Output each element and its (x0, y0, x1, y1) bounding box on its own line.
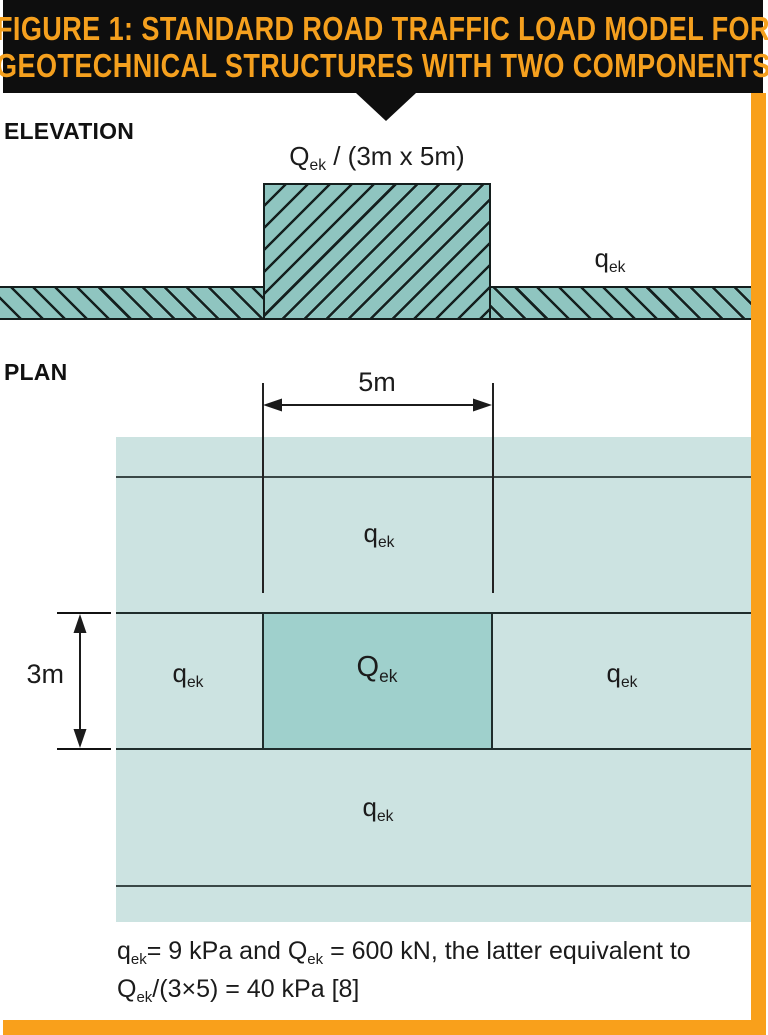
caption-line1: qek= 9 kPa and Qek = 600 kN, the latter … (117, 934, 707, 972)
elevation-block-label: Qek / (3m x 5m) (240, 141, 514, 175)
dim-width-arrow (263, 398, 492, 412)
label-subscript: ek (379, 666, 398, 687)
strip-label-subscript: ek (608, 259, 626, 277)
dim-height-label: 3m (26, 659, 64, 689)
plan-label-right-surcharge: qek (590, 658, 654, 692)
accent-stripe-right (751, 93, 766, 1035)
banner-title-line1: FIGURE 1: STANDARD ROAD TRAFFIC LOAD MOD… (0, 9, 768, 47)
caption-line2: Qek/(3×5) = 40 kPa [8] (117, 972, 707, 1010)
plan-section-label: PLAN (4, 359, 68, 385)
label-subscript: ek (186, 674, 204, 692)
caption-subscript: ek (307, 951, 324, 969)
label-base: q (172, 658, 187, 688)
label-base: q (606, 658, 621, 688)
label-base: q (363, 518, 378, 548)
banner-pointer-triangle (356, 93, 416, 121)
caption-base: Q (117, 975, 137, 1003)
elevation-strip-label: qek (578, 243, 642, 277)
block-label-subscript: ek (309, 157, 327, 175)
dim-extension-line-right (492, 383, 494, 593)
label-subscript: ek (376, 808, 394, 826)
accent-bar-bottom (3, 1020, 766, 1035)
dim-tick-top (57, 612, 111, 614)
dim-extension-line-left (262, 383, 264, 593)
plan-label-left-surcharge: qek (156, 658, 220, 692)
dim-height-arrow (73, 614, 87, 748)
caption-base: q (117, 937, 131, 965)
dim-tick-bottom (57, 748, 111, 750)
plan-lane-line-top (116, 476, 751, 478)
caption-text: = 600 kN, the latter equivalent to (323, 937, 691, 965)
label-base: Q (356, 651, 380, 683)
plan-label-bottom-surcharge: qek (346, 792, 410, 826)
block-label-base: Q (289, 141, 310, 171)
banner-title-line2: GEOTECHNICAL STRUCTURES WITH TWO COMPONE… (0, 46, 768, 84)
caption-text: /(3×5) = 40 kPa [8] (152, 975, 360, 1003)
elevation-load-block (263, 183, 491, 320)
block-label-rest: / (3m x 5m) (326, 141, 465, 171)
dim-width-label: 5m (358, 367, 396, 397)
plan-lane-line-bottom (116, 885, 751, 887)
caption-text: = 9 kPa and Q (146, 937, 308, 965)
plan-label-top-surcharge: qek (347, 518, 411, 552)
label-base: q (362, 792, 377, 822)
plan-label-concentrated-load: Qek (335, 651, 419, 687)
label-subscript: ek (620, 674, 638, 692)
plan-concentrated-load-rect (262, 612, 493, 750)
label-subscript: ek (377, 534, 395, 552)
figure-banner: FIGURE 1: STANDARD ROAD TRAFFIC LOAD MOD… (0, 0, 768, 93)
caption-subscript: ek (130, 951, 147, 969)
elevation-section-label: ELEVATION (4, 118, 135, 144)
strip-label-base: q (594, 243, 609, 273)
caption-subscript: ek (136, 989, 153, 1007)
figure-caption: qek= 9 kPa and Qek = 600 kN, the latter … (117, 934, 707, 1010)
